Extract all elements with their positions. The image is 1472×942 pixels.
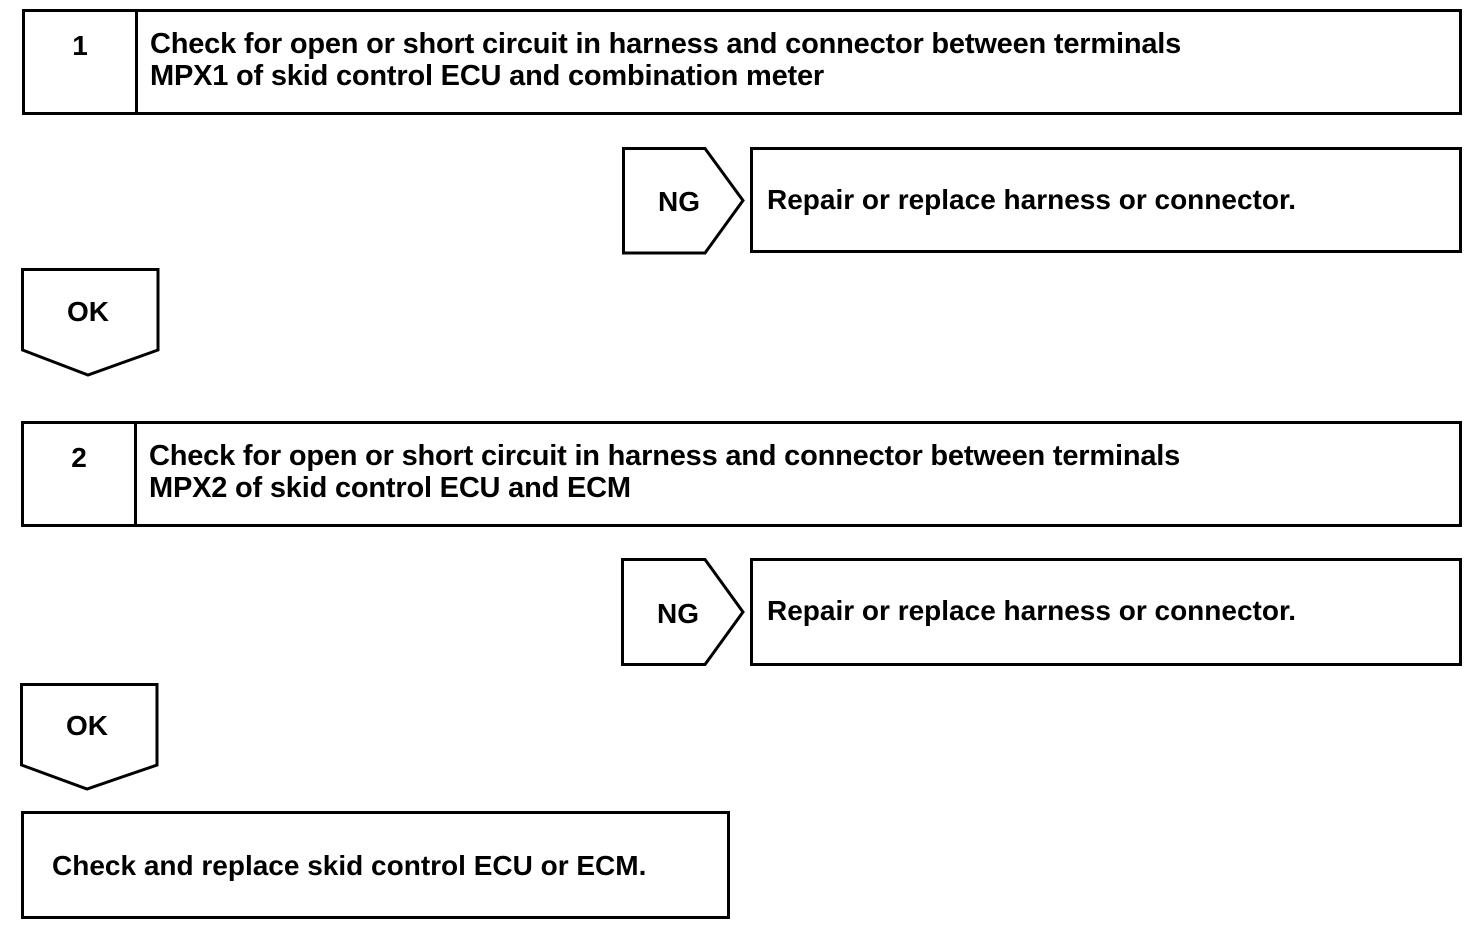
final-action-text: Check and replace skid control ECU or EC…	[52, 850, 647, 881]
step-1-ng-label: NG	[658, 186, 700, 217]
step-2-ok-label: OK	[66, 710, 108, 741]
step-2-box: 2 Check for open or short circuit in har…	[21, 421, 1462, 527]
step-1-ng-result-box: Repair or replace harness or connector.	[750, 147, 1462, 253]
step-2-ng-arrow: NG	[621, 558, 745, 666]
step-1-text: Check for open or short circuit in harne…	[138, 12, 1459, 112]
step-1-ok-label: OK	[67, 296, 109, 327]
step-2-ng-label: NG	[657, 598, 699, 629]
step-2-text-line1: Check for open or short circuit in harne…	[149, 440, 1181, 472]
step-1-ok-arrow: OK	[21, 268, 160, 377]
step-2-text-line2: MPX2 of skid control ECU and ECM	[149, 472, 631, 504]
step-2-ng-result: Repair or replace harness or connector.	[767, 595, 1297, 626]
step-1-text-line2: MPX1 of skid control ECU and combination…	[150, 60, 824, 92]
step-1-text-line1: Check for open or short circuit in harne…	[150, 28, 1182, 60]
step-1-number: 1	[25, 12, 138, 112]
step-2-ok-arrow: OK	[20, 683, 159, 791]
step-2-text: Check for open or short circuit in harne…	[137, 424, 1459, 524]
final-action-box: Check and replace skid control ECU or EC…	[21, 811, 730, 919]
step-2-ng-result-box: Repair or replace harness or connector.	[750, 558, 1462, 666]
step-1-ng-result: Repair or replace harness or connector.	[767, 184, 1297, 215]
step-2-number: 2	[24, 424, 137, 524]
step-1-ng-arrow: NG	[622, 147, 745, 255]
step-1-box: 1 Check for open or short circuit in har…	[22, 9, 1462, 115]
